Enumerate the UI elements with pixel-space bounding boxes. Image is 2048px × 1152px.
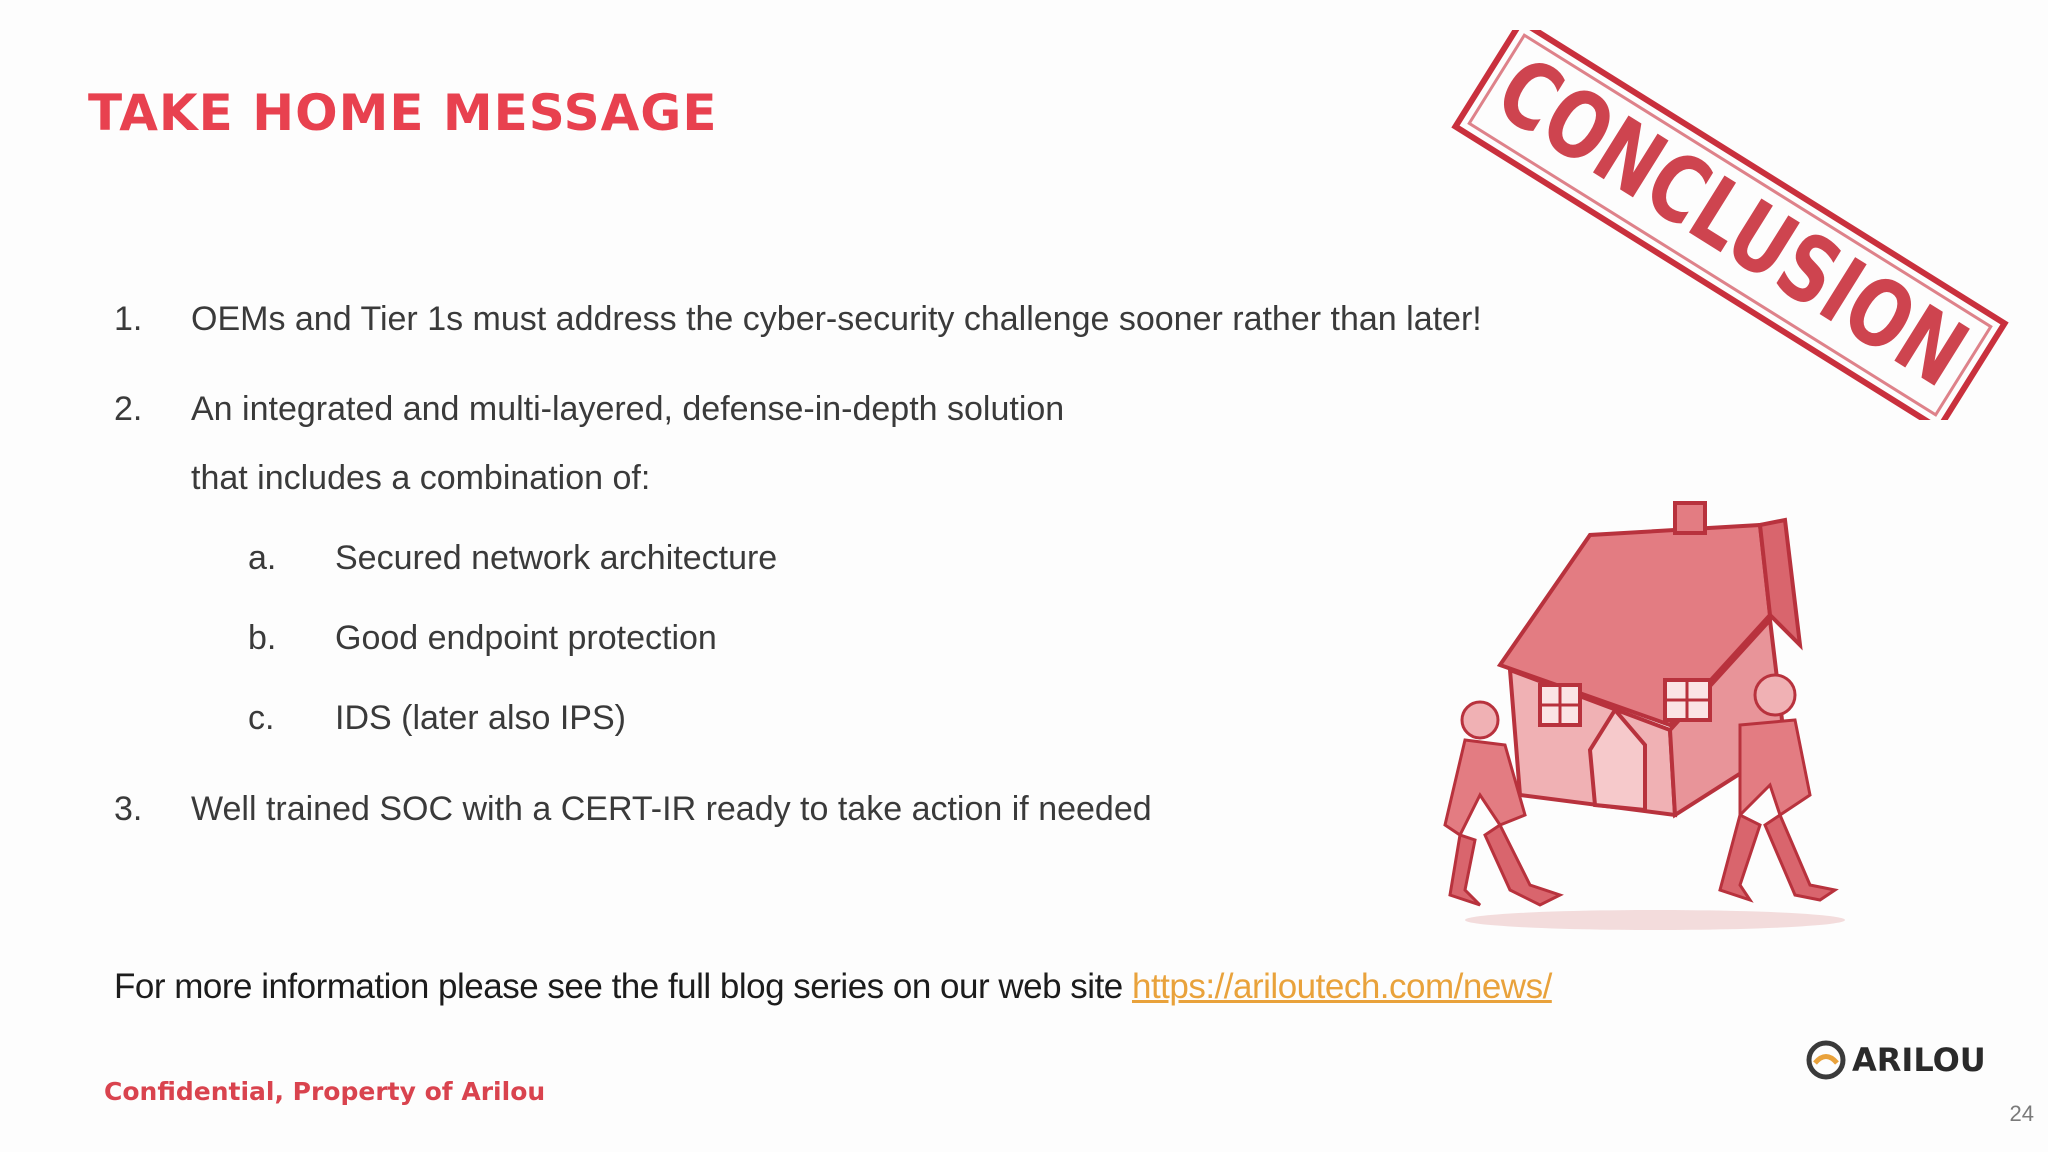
house-moving-illustration (1440, 495, 1860, 940)
conclusion-stamp: CONCLUSION (1450, 17, 2010, 433)
sub-item-letter: c. (248, 699, 275, 737)
item-text: An integrated and multi-layered, defense… (191, 390, 1065, 428)
more-info-text: For more information please see the full… (114, 967, 1132, 1006)
item-number: 2. (114, 390, 143, 428)
sub-item-text: Secured network architecture (335, 539, 778, 577)
sub-item-text: IDS (later also IPS) (335, 699, 626, 737)
item-text: Well trained SOC with a CERT-IR ready to… (191, 790, 1152, 828)
item-number: 1. (114, 300, 143, 338)
arilou-logo: ARILOU (1806, 1040, 1986, 1080)
confidential-footer: Confidential, Property of Arilou (104, 1077, 546, 1106)
slide-title: TAKE HOME MESSAGE (88, 84, 718, 142)
item-number: 3. (114, 790, 143, 828)
page-number: 24 (2009, 1101, 2034, 1126)
logo-text: ARILOU (1852, 1041, 1986, 1079)
sub-item-text: Good endpoint protection (335, 619, 717, 657)
sub-item-letter: b. (248, 619, 277, 657)
more-info-line: For more information please see the full… (114, 967, 1552, 1007)
news-link[interactable]: https://ariloutech.com/news/ (1131, 967, 1552, 1006)
arilou-logo-icon (1806, 1040, 1846, 1080)
stamp-text: CONCLUSION (1479, 36, 1985, 408)
item-text-continued: that includes a combination of: (191, 459, 651, 497)
item-text: OEMs and Tier 1s must address the cyber-… (191, 300, 1482, 338)
sub-item-letter: a. (248, 539, 277, 577)
